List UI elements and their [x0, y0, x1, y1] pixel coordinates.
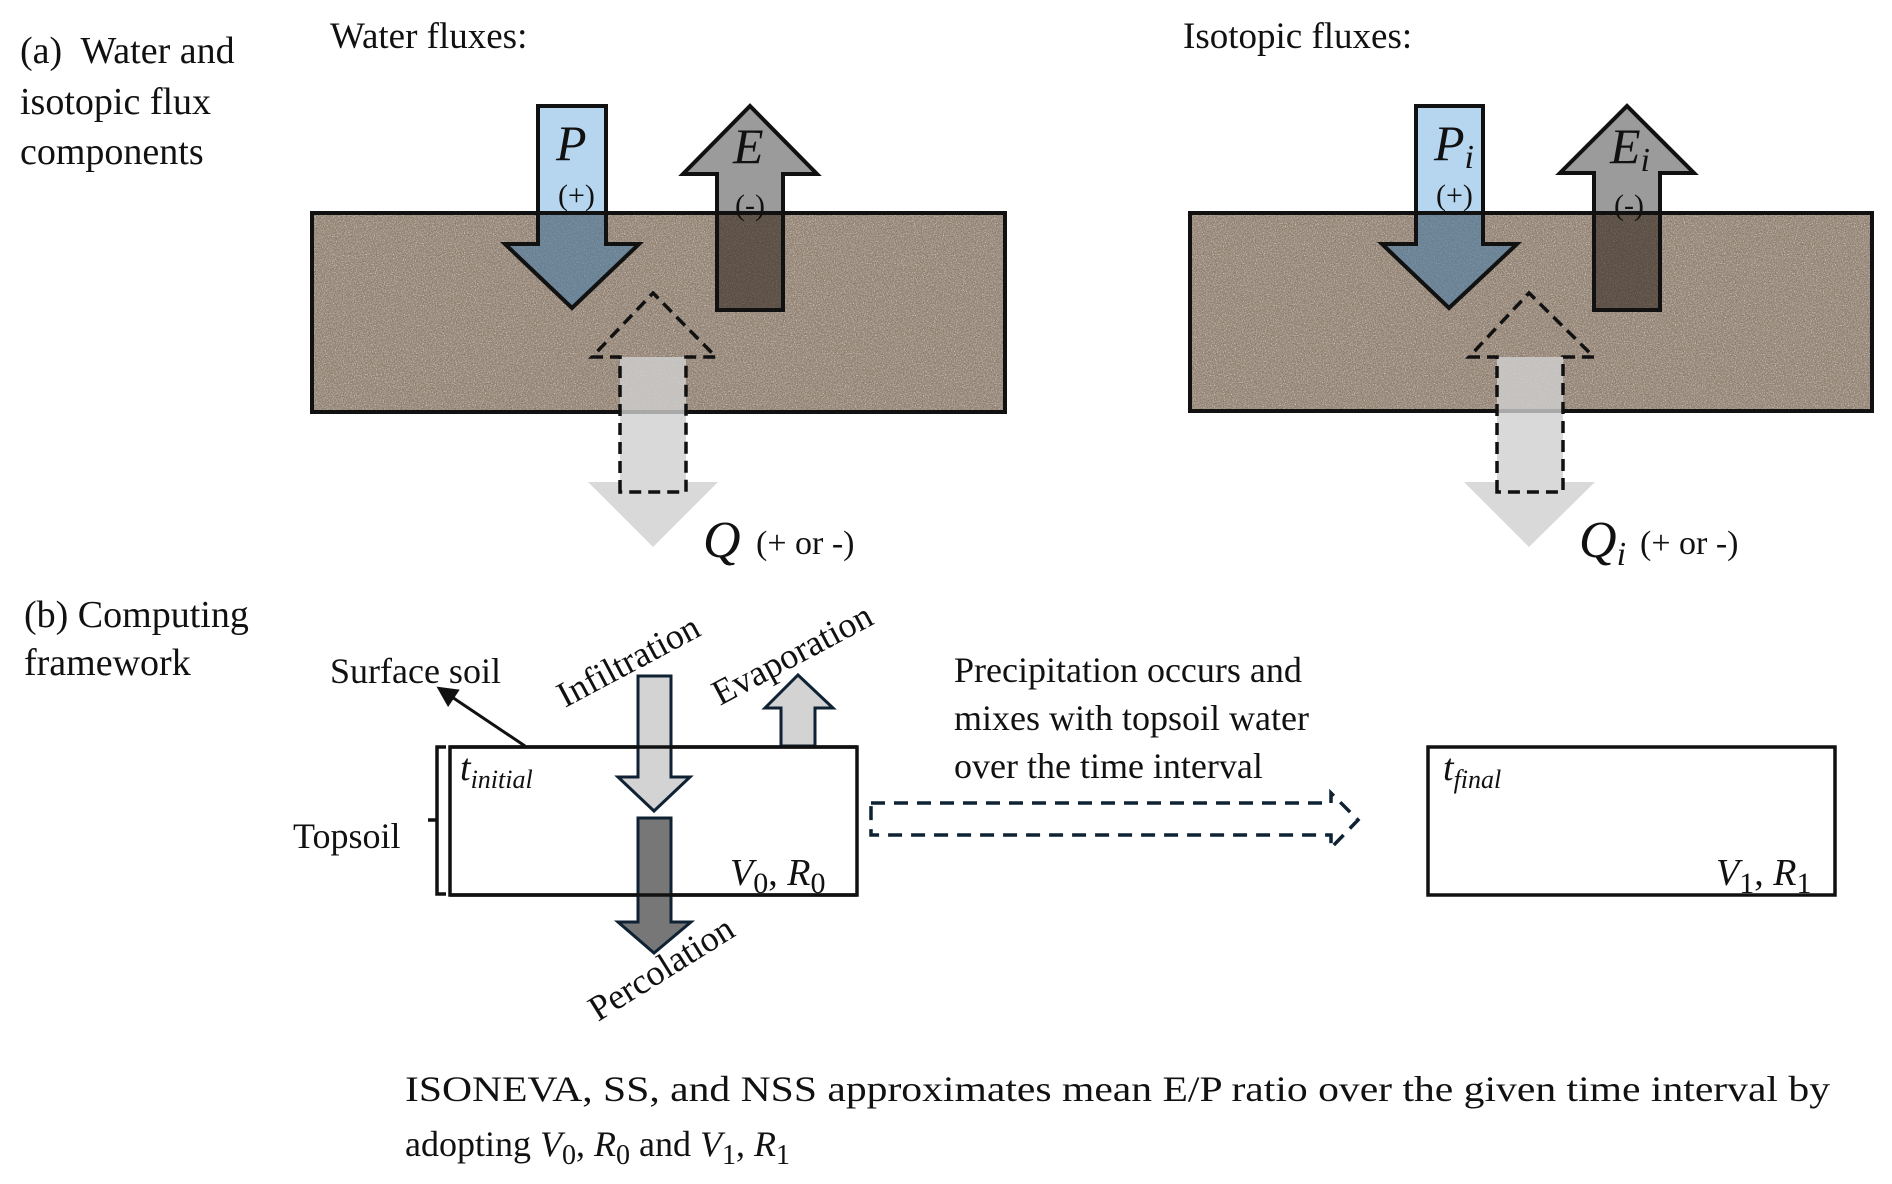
transition-note-line-3: over the time interval [954, 746, 1263, 786]
surface-soil-label: Surface soil [330, 651, 501, 691]
footnote-line-2: adopting V0, R0 and V1, R1 [405, 1124, 790, 1171]
drainage-arrow-up-dashed [587, 290, 721, 494]
topsoil-label: Topsoil [293, 816, 401, 856]
precip-arrow-head [500, 211, 644, 311]
footnote: ISONEVA, SS, and NSS approximates mean E… [405, 1069, 1830, 1171]
evap-label: E [732, 118, 764, 174]
transition-note-line-2: mixes with topsoil water [954, 698, 1309, 738]
iso-drainage-sign: (+ or -) [1640, 525, 1738, 562]
iso-drainage-arrow-up-dashed [1464, 290, 1599, 494]
infiltration-label: Infiltration [550, 607, 706, 716]
footnote-line-1: ISONEVA, SS, and NSS approximates mean E… [405, 1069, 1830, 1109]
panel-a-caption: (a) Water and isotopic flux components [20, 30, 235, 173]
computing-framework: Surface soil Topsoil Infiltration Evapor… [293, 595, 1837, 1029]
panel-a-caption-line-2: isotopic flux [20, 81, 211, 123]
isotopic-fluxes-heading: Isotopic fluxes: [1183, 16, 1412, 57]
iso-evap-arrow-tail [1592, 211, 1662, 312]
t-final-label: tfinal [1443, 747, 1501, 794]
evap-arrow-head [678, 103, 822, 216]
water-flux-diagram: P (+) E (-) Q (+ or -) [310, 103, 1007, 569]
isotopic-flux-diagram: Pi (+) Ei (-) Qi (+ or -) [1188, 103, 1874, 573]
t-initial-label: tinitial [460, 747, 533, 794]
evap-sign: (-) [735, 189, 765, 222]
panel-b-caption: (b) Computing framework [24, 594, 249, 684]
iso-evap-label: Ei [1609, 118, 1650, 179]
surface-soil-leader-arrow [436, 686, 526, 748]
panel-b-caption-line-2: framework [24, 642, 191, 684]
iso-precip-arrow-head [1377, 211, 1523, 311]
drainage-label: Q [703, 512, 741, 569]
iso-evap-arrow-head [1555, 103, 1699, 216]
precip-sign: (+) [558, 179, 595, 212]
topsoil-bracket [428, 745, 446, 896]
panel-a-caption-line-1: (a) Water and [20, 30, 235, 72]
iso-precip-sign: (+) [1436, 179, 1473, 212]
iso-precip-label: Pi [1433, 115, 1474, 176]
panel-a-caption-line-3: components [20, 131, 204, 173]
time-transition-arrow [869, 788, 1361, 853]
transition-note-line-1: Precipitation occurs and [954, 650, 1302, 690]
precip-label: P [555, 115, 587, 171]
v0-r0-label: V0, R0 [730, 852, 825, 900]
evaporation-arrow [761, 672, 837, 748]
v1-r1-label: V1, R1 [1716, 852, 1811, 900]
evap-arrow-tail [715, 211, 785, 312]
infiltration-arrow [614, 674, 694, 814]
water-fluxes-heading: Water fluxes: [330, 16, 527, 57]
iso-drainage-label: Qi [1579, 512, 1626, 573]
percolation-arrow [613, 816, 696, 955]
iso-evap-sign: (-) [1614, 189, 1644, 222]
panel-b-caption-line-1: (b) Computing [24, 594, 249, 636]
drainage-sign: (+ or -) [756, 525, 854, 562]
final-topsoil-box [1426, 745, 1837, 897]
